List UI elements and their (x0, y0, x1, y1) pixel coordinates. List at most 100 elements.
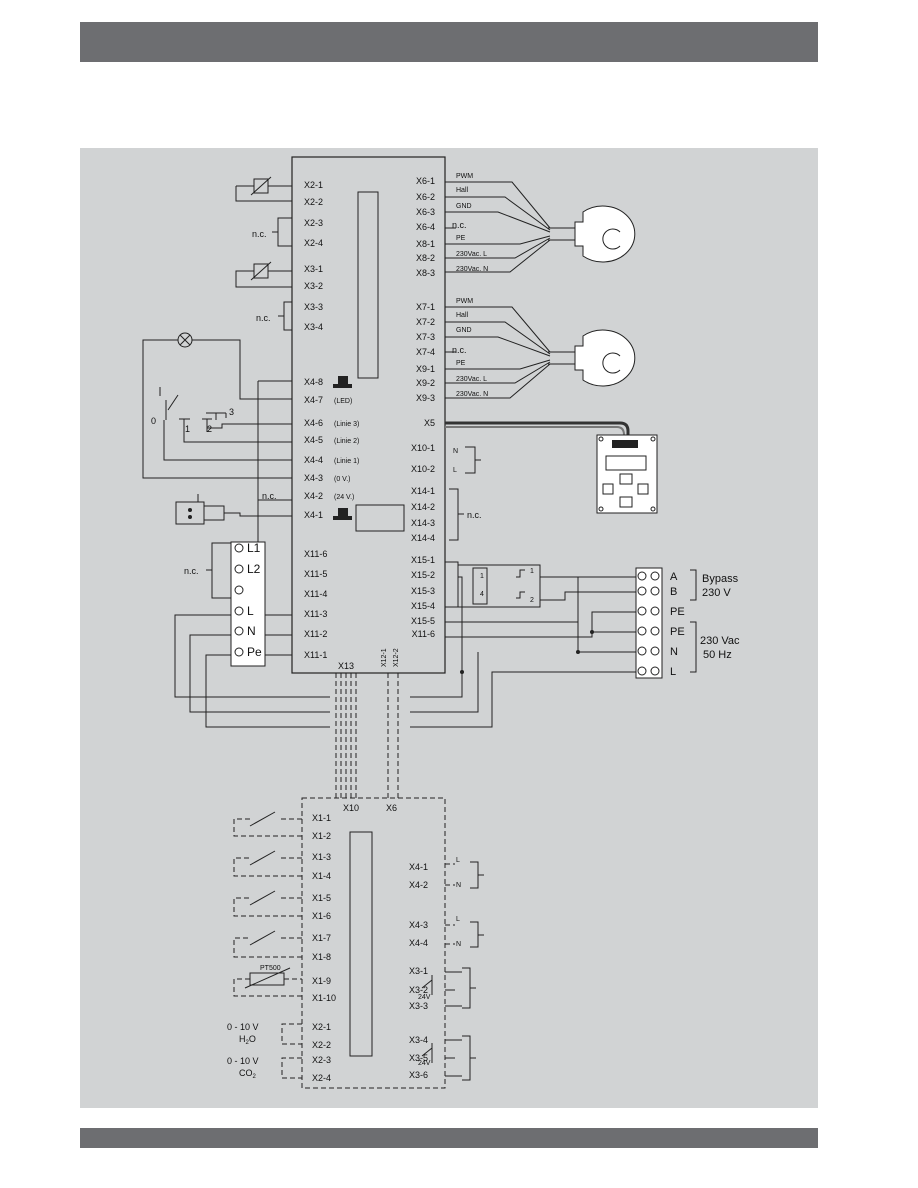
analog-input-brackets (281, 1023, 302, 1079)
fan-label: n.c. (452, 345, 467, 355)
terminal-label: X1-7 (312, 933, 331, 943)
terminal-label: X1-3 (312, 852, 331, 862)
terminal-label: X11-5 (304, 569, 327, 579)
bus-label-x12-1: X12-1 (381, 648, 388, 667)
fan-label: n.c. (452, 220, 467, 230)
fan-label: Hall (456, 187, 469, 194)
terminal-label: X4-2 (409, 880, 428, 890)
terminal-label: X6-4 (416, 222, 435, 232)
supply-voltage: 230 Vac (700, 635, 740, 647)
terminal-label: X4-8 (304, 377, 323, 387)
terminal-screw (637, 571, 647, 581)
terminal-label: X3-2 (409, 985, 428, 995)
x10-bracket (465, 446, 481, 474)
nc-label: n.c. (467, 510, 482, 520)
terminal-block-label: L1 (247, 541, 261, 555)
terminal-label: X2-1 (312, 1022, 331, 1032)
terminal-label: X4-2 (304, 491, 323, 501)
header-bar (80, 22, 818, 62)
terminal-label: X8-2 (416, 253, 435, 263)
terminal-block-label: N (670, 646, 678, 658)
terminal-label: X11-4 (304, 589, 327, 599)
fan-label: 230Vac. N (456, 391, 488, 398)
footer-bar (80, 1128, 818, 1148)
main-controller-box (291, 156, 446, 674)
terminal-label: X3-4 (409, 1035, 428, 1045)
terminal-screw (637, 646, 647, 656)
fan-1-icon (574, 205, 636, 263)
terminal-note: (Linie 2) (334, 438, 359, 445)
terminal-block-label: Pe (247, 645, 262, 659)
terminal-screw (637, 606, 647, 616)
terminal-label: X3-5 (409, 1053, 428, 1063)
terminal-label: X14-3 (411, 518, 435, 528)
nc-label: n.c. (256, 313, 271, 323)
control-panel-unit (596, 434, 658, 514)
terminal-block-label: L (247, 604, 254, 618)
terminal-label: X2-1 (304, 180, 323, 190)
terminal-label: X14-1 (411, 486, 435, 496)
terminal-screw (234, 647, 244, 657)
terminal-label: X2-2 (312, 1040, 331, 1050)
co2-label: CO2 (239, 1068, 257, 1080)
switch-position: 3 (229, 407, 234, 417)
bus-label-x12-2: X12-2 (393, 648, 400, 667)
lamp-switch-wiring (142, 332, 292, 620)
terminal-screw (650, 666, 660, 676)
n-label: N (456, 941, 461, 948)
terminal-screw (234, 606, 244, 616)
bypass-voltage: 230 V (702, 587, 731, 599)
nc-bracket-2 (278, 301, 292, 331)
hand-icon-bottom (333, 508, 352, 520)
terminal-label: X3-1 (409, 966, 428, 976)
terminal-screw (650, 586, 660, 596)
fan-label: 230Vac. L (456, 376, 487, 383)
terminal-label: X11-3 (304, 609, 327, 619)
terminal-label: X3-2 (304, 281, 323, 291)
fan-label: PE (456, 235, 466, 242)
terminal-label: X4-3 (304, 473, 323, 483)
terminal-label: X8-3 (416, 268, 435, 278)
terminal-screw (234, 564, 244, 574)
bus-label-x6: X6 (386, 803, 397, 813)
terminal-label: X1-6 (312, 911, 331, 921)
fan-wiring-2 (445, 306, 575, 399)
terminal-label: X3-1 (304, 264, 323, 274)
terminal-label: X6-1 (416, 176, 435, 186)
terminal-block-label: PE (670, 606, 685, 618)
terminal-screw (234, 585, 244, 595)
bus-label-x10: X10 (343, 803, 359, 813)
terminal-screw (234, 543, 244, 553)
terminal-block-label: A (670, 571, 678, 583)
terminal-label: X1-10 (312, 993, 336, 1003)
relay-voltage: 24V (418, 1060, 431, 1067)
terminal-block-left (230, 541, 266, 667)
relay-number: 2 (530, 597, 534, 604)
terminal-label: X2-3 (312, 1055, 331, 1065)
lower-right-wiring (421, 861, 484, 1081)
terminal-note: (24 V.) (334, 494, 354, 501)
fan-label: GND (456, 327, 472, 334)
terminal-block-right (635, 567, 663, 679)
terminal-label: X14-2 (411, 502, 435, 512)
terminal-label: X3-4 (304, 322, 323, 332)
lower-module-box (301, 797, 446, 1089)
x5-cable (445, 421, 630, 440)
relay-number: 4 (480, 591, 484, 598)
terminal-label: X11-2 (304, 629, 327, 639)
power-loops (174, 576, 636, 728)
terminal-note: (Linie 3) (334, 421, 359, 428)
relay-box (445, 561, 636, 654)
terminal-label: X6-2 (416, 192, 435, 202)
terminal-label: X7-2 (416, 317, 435, 327)
switch-position: 1 (185, 424, 190, 434)
lower-display-strip (349, 831, 373, 1057)
fan-label: Hall (456, 312, 469, 319)
fan-2-icon (574, 329, 636, 387)
terminal-label: X1-1 (312, 813, 331, 823)
terminal-label: X11-6 (412, 629, 435, 639)
terminal-label: X1-5 (312, 893, 331, 903)
switch-position: 0 (151, 416, 156, 426)
l-label: L (453, 467, 457, 474)
terminal-note: (0 V.) (334, 476, 350, 483)
